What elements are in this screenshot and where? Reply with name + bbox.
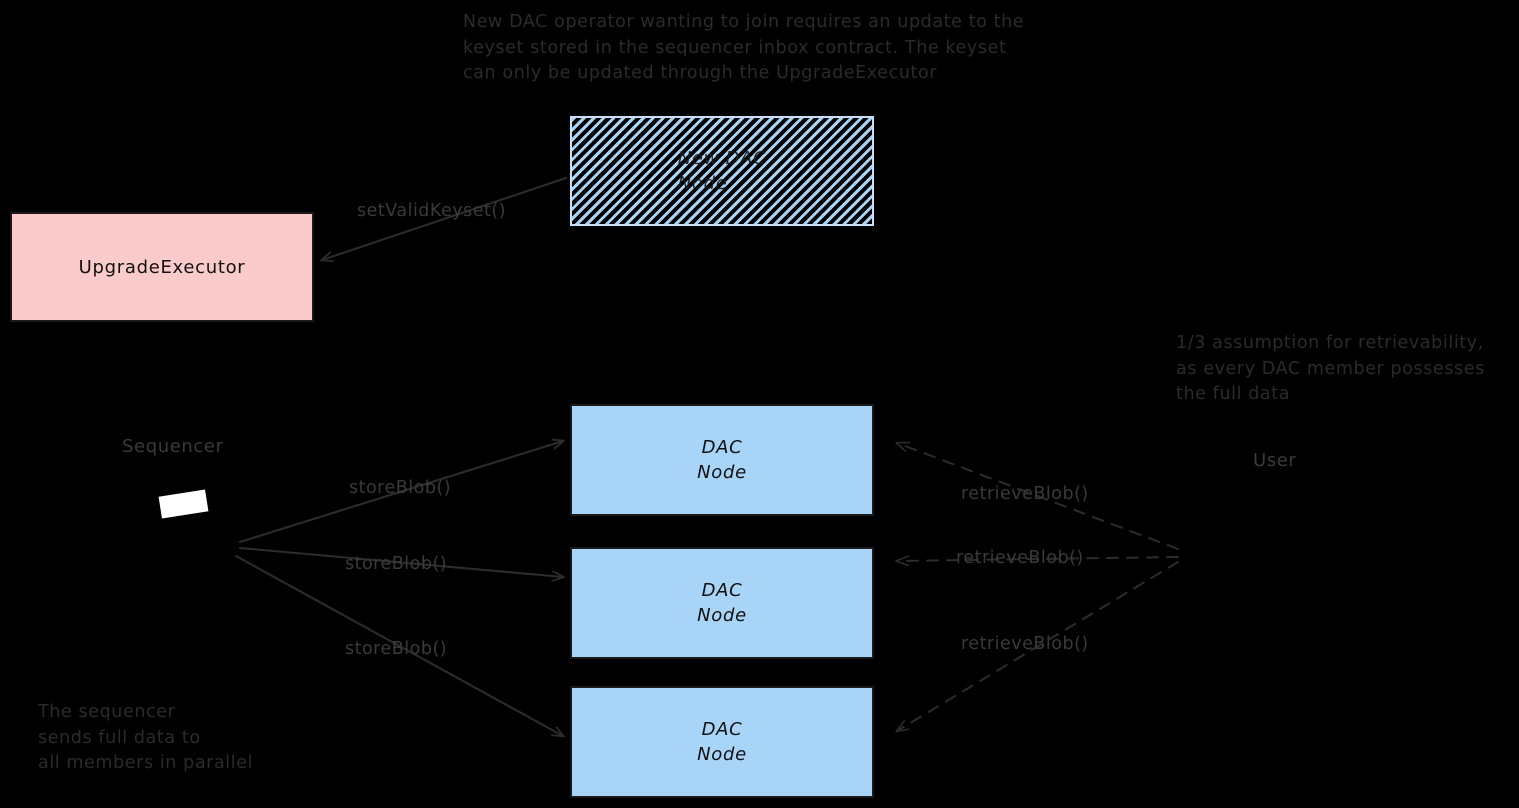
edge-store-blob-1 [238, 441, 563, 544]
edge-store-blob-3 [234, 554, 563, 736]
annotation-retrievability-note: 1/3 assumption for retrievability, as ev… [1176, 333, 1485, 404]
edge-store-blob-2 [238, 546, 563, 577]
node-dac-node-1[interactable]: DAC Node [570, 404, 874, 516]
node-new-dac-node-label: New DAC Node [677, 148, 767, 194]
actor-sequencer-label: Sequencer [122, 436, 224, 457]
sequencer-glyph [158, 489, 209, 519]
edge-set-valid-keyset [322, 176, 568, 260]
edge-retrieve-blob-3 [897, 561, 1179, 731]
edge-label-retrieve-blob-1: retrieveBlob() [961, 484, 1089, 504]
edge-retrieve-blob-1 [897, 443, 1179, 550]
actor-user-label: User [1253, 450, 1297, 471]
node-upgrade-executor[interactable]: UpgradeExecutor [10, 212, 314, 322]
node-dac-node-2-label: DAC Node [697, 580, 747, 626]
annotation-sequencer-parallel-note: The sequencer sends full data to all mem… [38, 702, 254, 773]
edge-label-retrieve-blob-2: retrieveBlob() [956, 548, 1084, 568]
node-dac-node-1-label: DAC Node [697, 437, 747, 483]
node-dac-node-2[interactable]: DAC Node [570, 547, 874, 659]
node-dac-node-3[interactable]: DAC Node [570, 686, 874, 798]
node-upgrade-executor-label: UpgradeExecutor [78, 256, 246, 278]
edge-label-store-blob-3: storeBlob() [345, 639, 448, 659]
node-new-dac-node[interactable]: New DAC Node [570, 116, 874, 226]
edge-label-retrieve-blob-3: retrieveBlob() [961, 634, 1089, 654]
edge-label-set-valid-keyset: setValidKeyset() [357, 201, 507, 221]
annotation-keyset-update-note: New DAC operator wanting to join require… [463, 12, 1025, 83]
edge-label-store-blob-2: storeBlob() [345, 554, 448, 574]
edge-retrieve-blob-2 [897, 557, 1179, 561]
edge-label-store-blob-1: storeBlob() [349, 478, 452, 498]
node-dac-node-3-label: DAC Node [697, 719, 747, 765]
